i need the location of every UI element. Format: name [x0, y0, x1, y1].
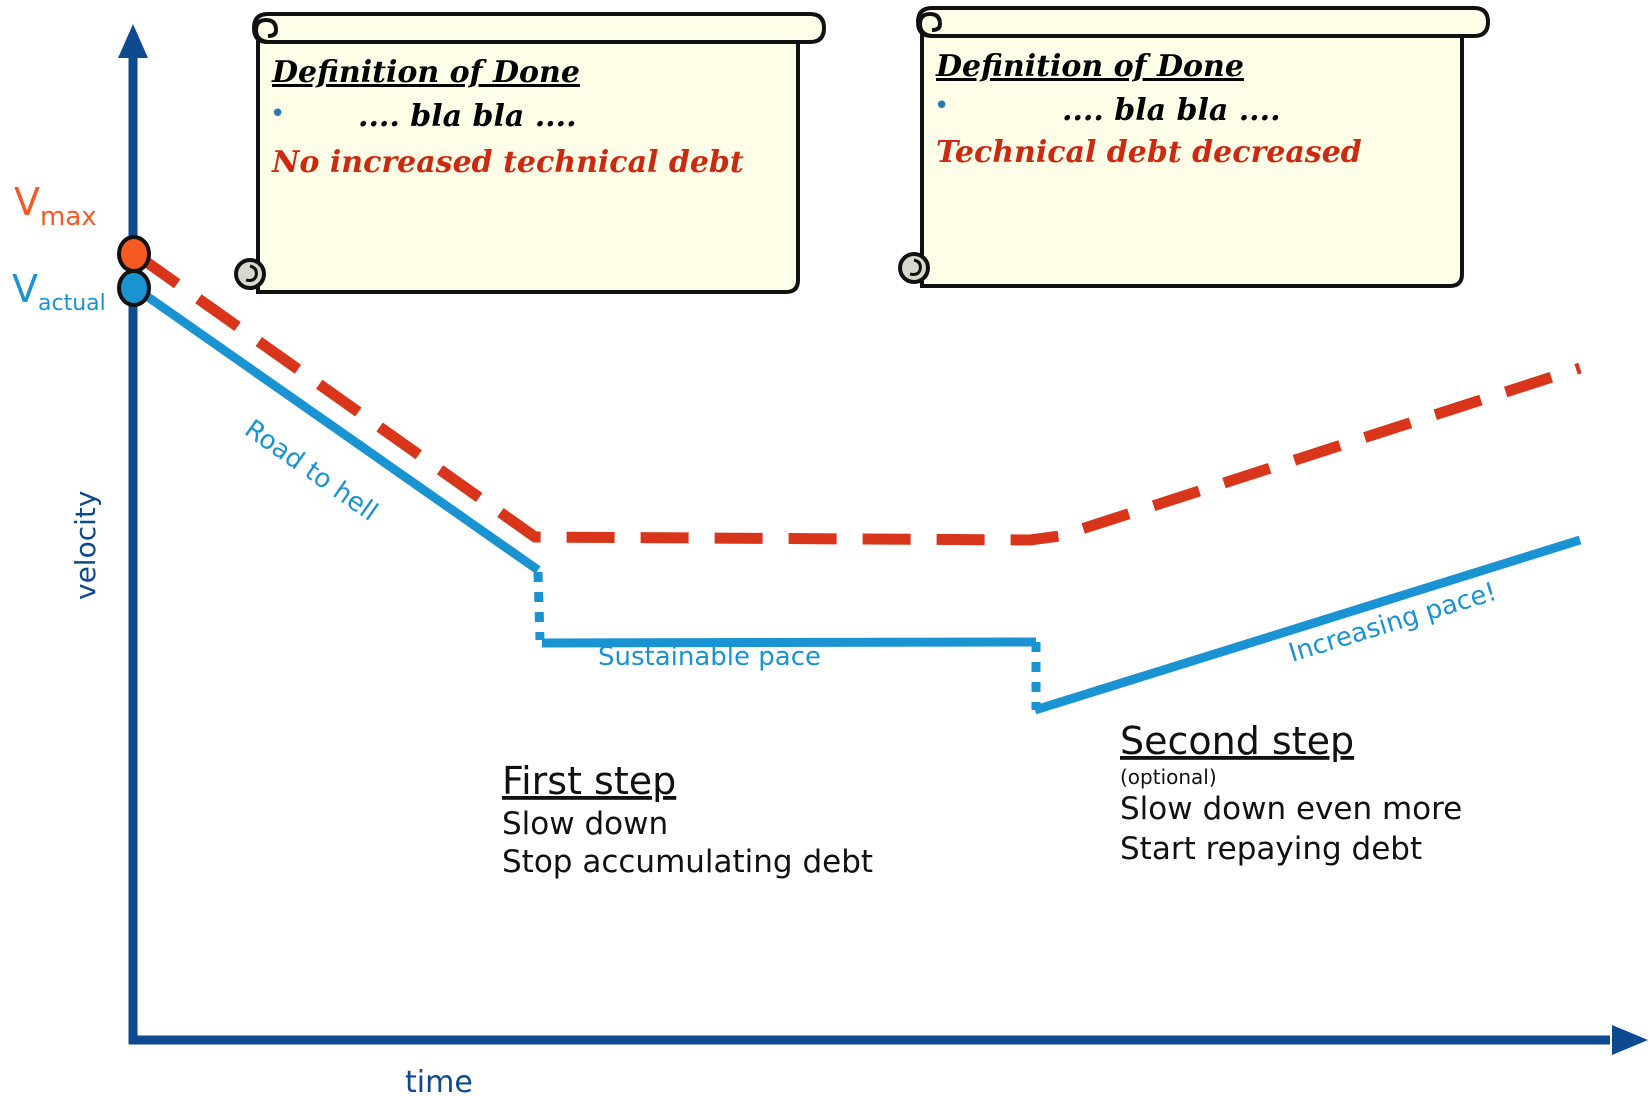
scroll-highlight: Technical debt decreased	[936, 135, 1362, 170]
first-step-block: First step Slow down Stop accumulating d…	[502, 759, 873, 880]
scroll-highlight: No increased technical debt	[271, 145, 744, 180]
y-axis-arrow	[118, 24, 148, 58]
second-step-block: Second step (optional) Slow down even mo…	[1120, 719, 1462, 867]
x-axis-label: time	[405, 1065, 473, 1096]
vmax-label: Vmax	[14, 180, 97, 232]
scroll-item: .... bla bla ....	[1062, 93, 1281, 128]
first-step-line-1: Slow down	[502, 806, 668, 842]
scroll-title: Definition of Done	[271, 55, 580, 90]
first-step-title: First step	[502, 759, 676, 803]
vmax-marker: Vmax	[14, 180, 151, 273]
definition-of-done-scroll-1: Definition of Done • .... bla bla .... N…	[234, 12, 826, 294]
scroll-item: .... bla bla ....	[358, 99, 577, 134]
x-axis-arrow	[1612, 1025, 1648, 1055]
vactual-label: Vactual	[12, 267, 106, 316]
sustainable-pace-label: Sustainable pace	[598, 642, 821, 672]
second-step-line-2: Start repaying debt	[1120, 831, 1422, 867]
second-step-note: (optional)	[1120, 765, 1217, 789]
bullet-icon: •	[270, 99, 285, 129]
scroll-title: Definition of Done	[935, 49, 1244, 84]
second-step-title: Second step	[1120, 719, 1354, 763]
axes: velocity time	[69, 24, 1648, 1096]
road-to-hell-label: Road to hell	[239, 414, 383, 527]
vmax-line	[134, 251, 1582, 546]
first-step-line-2: Stop accumulating debt	[502, 844, 873, 880]
vactual-line	[135, 286, 1582, 715]
vactual-marker: Vactual	[12, 267, 151, 316]
definition-of-done-scroll-2: Definition of Done • .... bla bla .... T…	[898, 6, 1490, 288]
y-axis-label: velocity	[69, 491, 102, 600]
second-step-line-1: Slow down even more	[1120, 791, 1462, 827]
bullet-icon: •	[934, 91, 949, 121]
